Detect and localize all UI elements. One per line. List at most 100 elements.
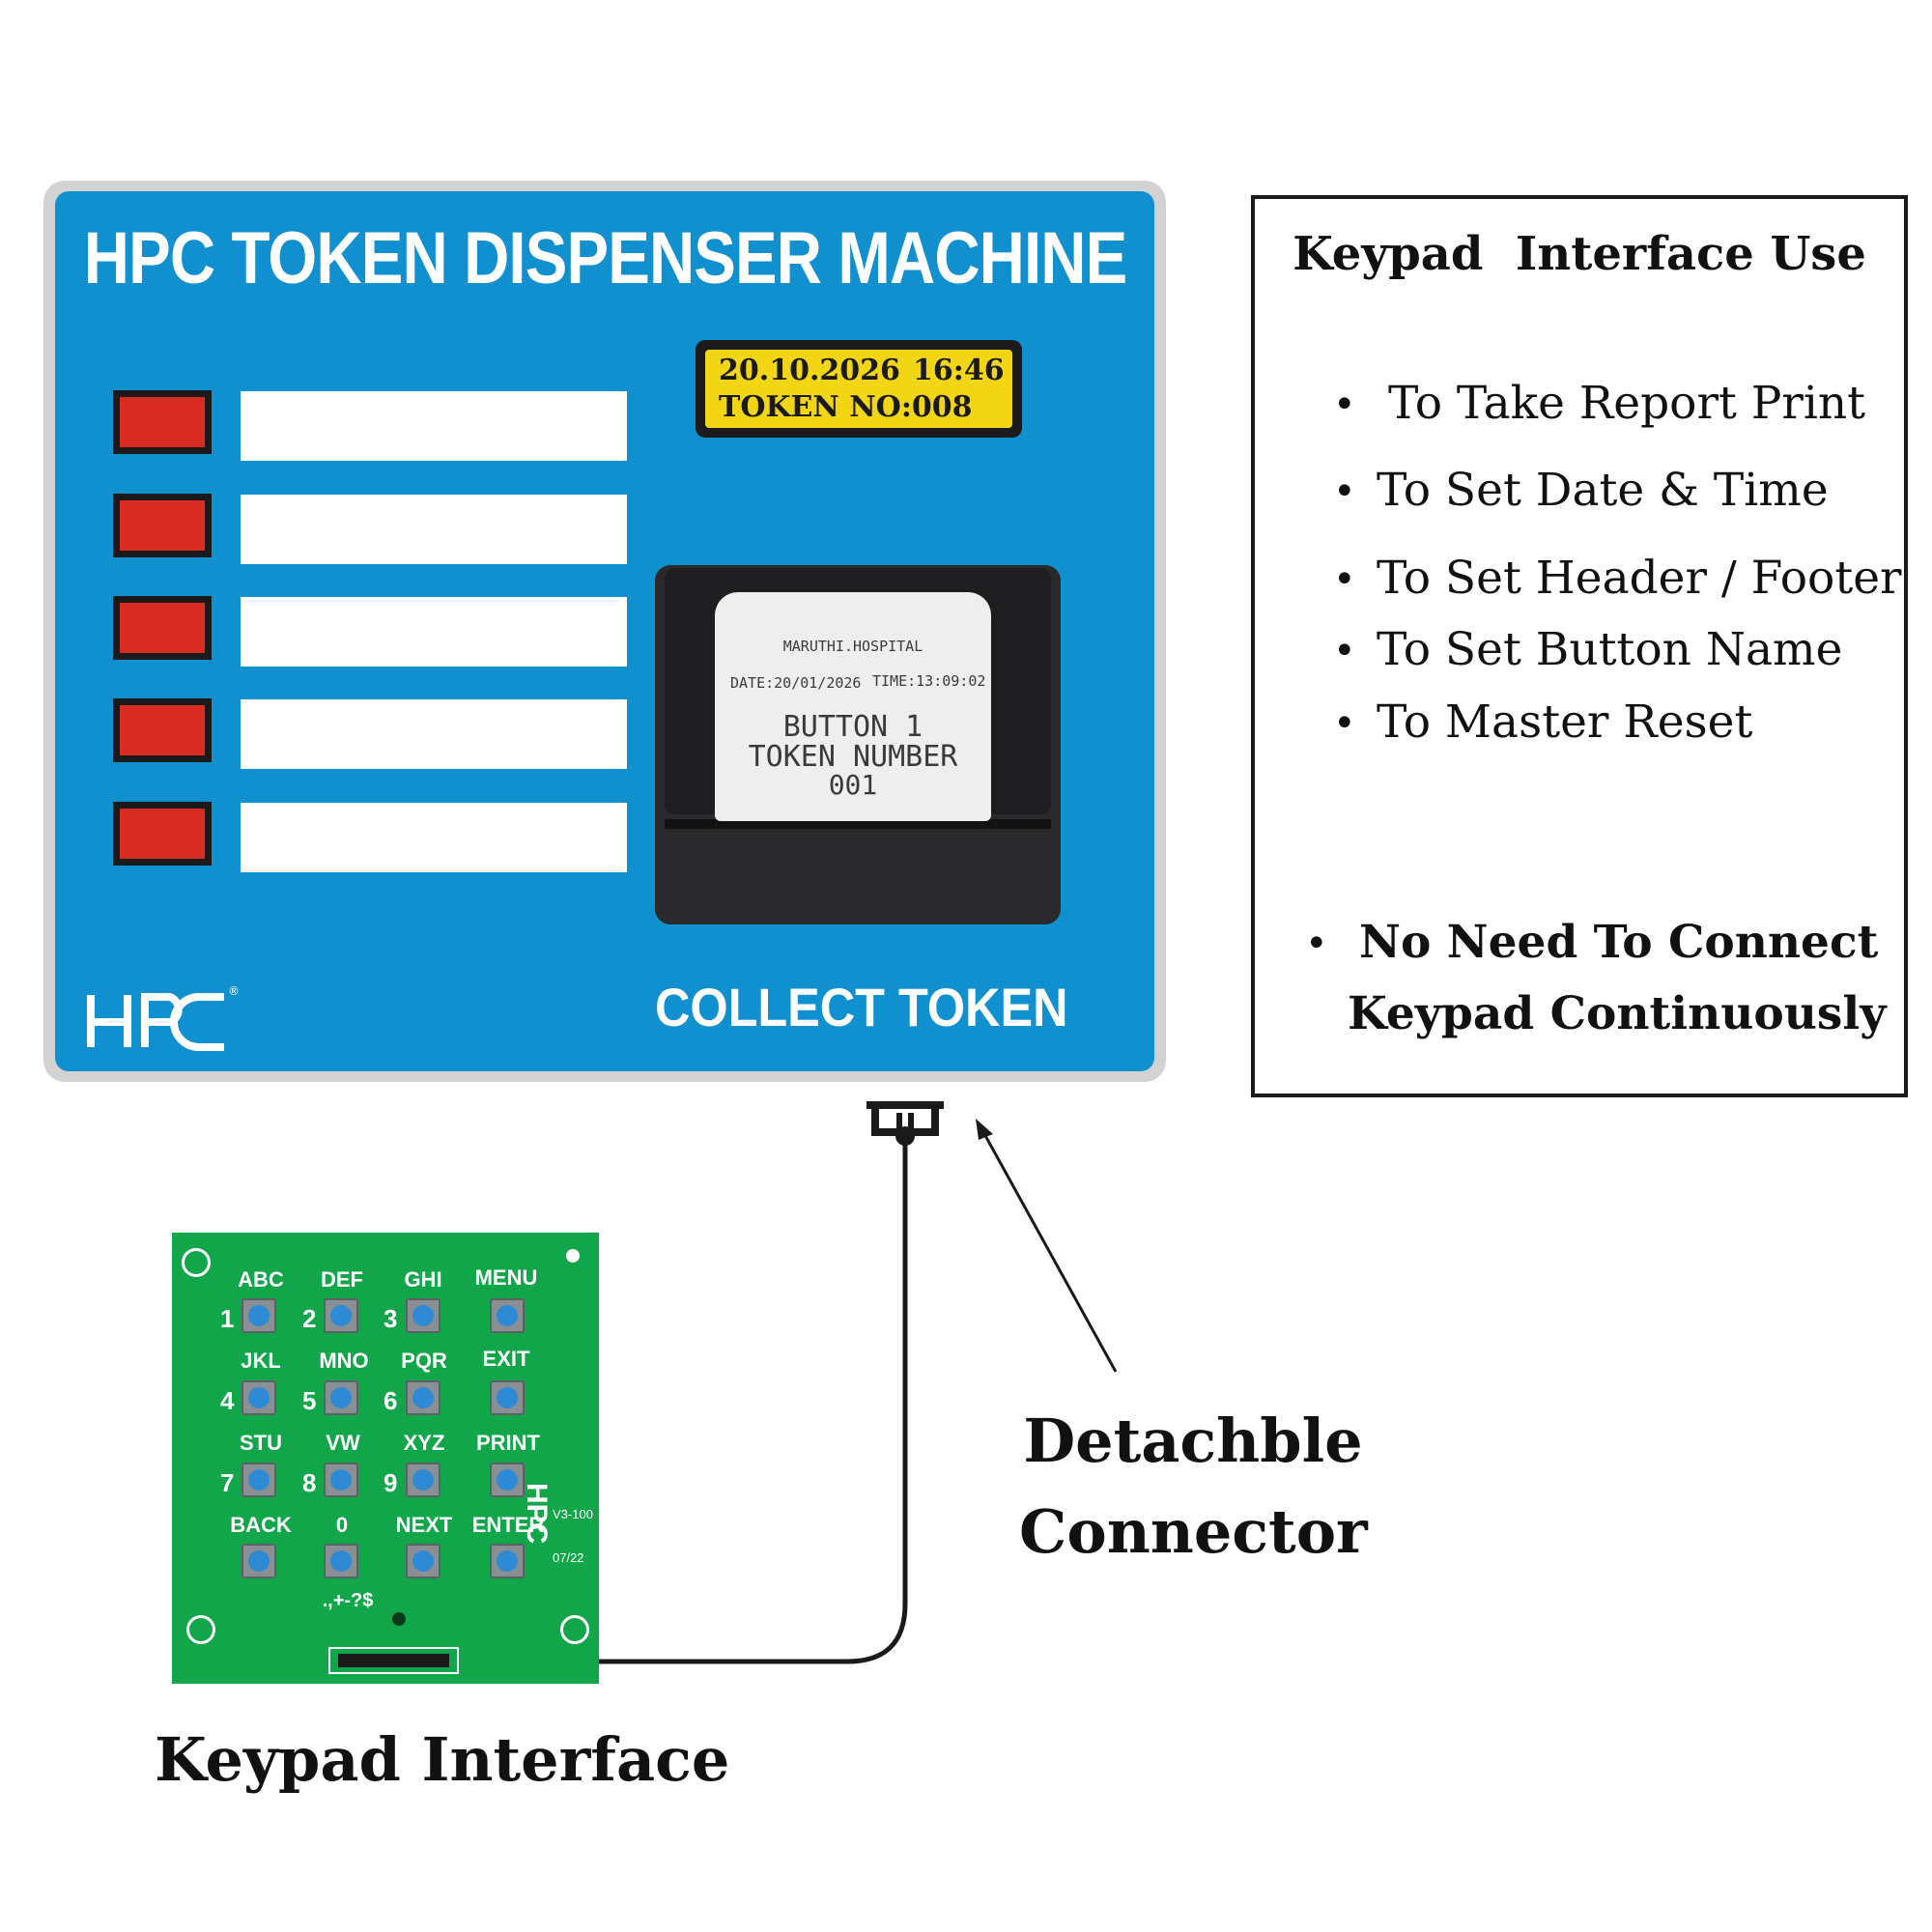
lcd-time: 16:46	[913, 354, 1005, 387]
button-label-strip-1	[241, 391, 627, 461]
key-label-enter: ENTER	[471, 1513, 545, 1537]
key-label-abc: ABC	[238, 1267, 284, 1292]
pcb-header-connector	[328, 1647, 459, 1674]
key-8[interactable]	[324, 1463, 358, 1497]
key-7[interactable]	[242, 1463, 276, 1497]
key-label-pqr: PQR	[401, 1349, 447, 1373]
receipt-date: DATE:20/01/2026	[730, 674, 862, 692]
pcb-version: V3-100	[553, 1507, 593, 1521]
info-item-master-reset: To Master Reset	[1377, 696, 1753, 749]
lcd-date: 20.10.2026	[719, 354, 900, 387]
key-exit[interactable]	[490, 1380, 525, 1415]
info-box-title: Keypad Interface Use	[1293, 227, 1866, 281]
key-num-6: 6	[384, 1386, 398, 1415]
bullet-4: •	[1333, 629, 1356, 673]
keypad-use-info-box	[1251, 195, 1908, 1097]
keypad-cable	[373, 1136, 908, 1664]
bullet-3: •	[1333, 557, 1356, 602]
bullet-2: •	[1333, 469, 1356, 514]
key-3[interactable]	[406, 1298, 440, 1333]
key-enter[interactable]	[490, 1544, 525, 1578]
token-button-2[interactable]	[113, 494, 212, 557]
key-4[interactable]	[242, 1380, 276, 1415]
detachable-connector-label: Detachble Connector	[1019, 1396, 1368, 1577]
key-1[interactable]	[242, 1298, 276, 1333]
key-label-0: 0	[335, 1513, 349, 1537]
key-label-stu: STU	[240, 1431, 282, 1455]
printer-slot	[665, 819, 1051, 829]
arrow-head	[976, 1119, 993, 1140]
receipt-time: TIME:13:09:02	[872, 672, 986, 690]
pcb-code: 07/22	[553, 1550, 584, 1565]
key-label-exit: EXIT	[482, 1347, 530, 1371]
token-button-3[interactable]	[113, 596, 212, 660]
mounting-hole	[566, 1249, 580, 1263]
machine-title: HPC TOKEN DISPENSER MACHINE	[83, 217, 1127, 299]
receipt-token-label: TOKEN NUMBER	[748, 740, 958, 774]
key-num-1: 1	[220, 1304, 235, 1333]
bullet-note: •	[1305, 922, 1328, 966]
key-label-menu: MENU	[474, 1265, 538, 1290]
key-label-xyz: XYZ	[403, 1431, 445, 1455]
key-num-3: 3	[384, 1304, 398, 1333]
bullet-1: •	[1333, 383, 1356, 427]
key-menu[interactable]	[490, 1298, 525, 1333]
button-label-strip-5	[241, 803, 627, 872]
key-5[interactable]	[324, 1380, 358, 1415]
info-item-header-footer: To Set Header / Footer	[1377, 552, 1902, 605]
bullet-5: •	[1333, 701, 1356, 746]
mounting-hole	[182, 1248, 211, 1277]
key-next[interactable]	[406, 1544, 440, 1578]
pin-header	[338, 1654, 449, 1667]
key-label-back: BACK	[230, 1513, 292, 1537]
token-receipt[interactable]	[715, 592, 991, 821]
button-label-strip-2	[241, 495, 627, 564]
registered-mark: ®	[228, 984, 240, 998]
keypad-interface-caption: Keypad Interface	[155, 1724, 730, 1795]
button-label-strip-3	[241, 597, 627, 667]
key-2[interactable]	[324, 1298, 358, 1333]
token-button-5[interactable]	[113, 802, 212, 866]
key-num-4: 4	[220, 1386, 235, 1415]
key-print[interactable]	[490, 1463, 525, 1497]
key-0[interactable]	[324, 1544, 358, 1578]
key-num-5: 5	[302, 1386, 317, 1415]
key-num-7: 7	[220, 1468, 235, 1497]
key-num-9: 9	[384, 1468, 398, 1497]
mounting-hole	[186, 1615, 215, 1644]
info-item-button-name: To Set Button Name	[1377, 623, 1843, 676]
key-label-ghi: GHI	[404, 1267, 442, 1292]
note-line-1: No Need To Connect	[1359, 916, 1879, 969]
key-label-mno: MNO	[319, 1349, 369, 1373]
token-button-1[interactable]	[113, 390, 212, 454]
key-num-8: 8	[302, 1468, 317, 1497]
button-label-strip-4	[241, 699, 627, 769]
detach-line-2: Connector	[1019, 1496, 1368, 1567]
key-label-print: PRINT	[476, 1431, 540, 1455]
hpc-logo: ®	[87, 984, 240, 1051]
key-back[interactable]	[242, 1544, 276, 1578]
receipt-button: BUTTON 1	[782, 710, 923, 744]
info-item-report-print: To Take Report Print	[1388, 377, 1866, 430]
connector-pointer-arrow	[981, 1131, 1118, 1373]
lcd-screen	[705, 350, 1012, 428]
token-button-4[interactable]	[113, 698, 212, 762]
key-num-2: 2	[302, 1304, 317, 1333]
mounting-hole	[560, 1615, 589, 1644]
key-label-next: NEXT	[395, 1513, 453, 1537]
receipt-token-number: 001	[828, 769, 878, 801]
info-item-date-time: To Set Date & Time	[1377, 464, 1829, 517]
note-line-2: Keypad Continuously	[1348, 987, 1887, 1040]
pcb-brand-text: HPC	[521, 1483, 553, 1545]
key-symbols-label: .,+-?$	[322, 1590, 374, 1611]
keypad-interface-pcb	[172, 1233, 599, 1684]
lcd-token: TOKEN NO:008	[719, 390, 973, 424]
receipt-header: MARUTHI.HOSPITAL	[782, 638, 923, 655]
key-label-vw: VW	[326, 1431, 360, 1455]
detach-line-1: Detachble	[1023, 1406, 1363, 1476]
pcb-via	[392, 1612, 406, 1626]
key-6[interactable]	[406, 1380, 440, 1415]
key-label-jkl: JKL	[241, 1349, 281, 1373]
key-label-def: DEF	[321, 1267, 363, 1292]
key-9[interactable]	[406, 1463, 440, 1497]
